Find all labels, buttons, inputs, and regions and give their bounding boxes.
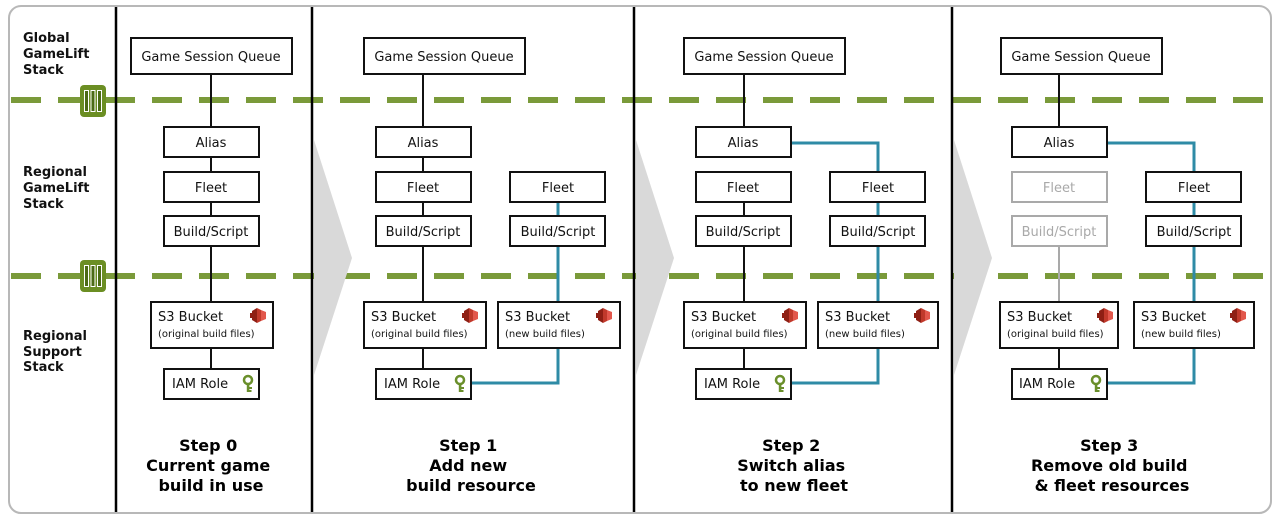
svg-text:Alias: Alias	[1044, 136, 1075, 151]
alias-box: Alias	[163, 126, 260, 158]
removed-fleet-box: Fleet	[1011, 171, 1108, 203]
s3-bucket-new-box: S3 Bucket (new build files)	[1133, 301, 1255, 349]
removed-build-script-box: Build/Script	[1011, 215, 1108, 247]
svg-text:Game Session Queue: Game Session Queue	[1011, 50, 1150, 65]
chevron-arrow	[314, 140, 352, 375]
s3-bucket-original-box: S3 Bucket (original build files)	[999, 301, 1119, 349]
svg-text:Fleet: Fleet	[1043, 181, 1075, 196]
new-fleet-box: Fleet	[509, 171, 606, 203]
svg-text:S3 Bucket: S3 Bucket	[1141, 310, 1206, 325]
svg-text:Game Session Queue: Game Session Queue	[141, 50, 280, 65]
new-build-script-box: Build/Script	[829, 215, 926, 247]
svg-text:(original build files): (original build files)	[371, 329, 468, 340]
chevron-arrow	[636, 140, 674, 375]
svg-text:Fleet: Fleet	[1178, 181, 1210, 196]
game-session-queue-box: Game Session Queue	[363, 37, 526, 75]
svg-text:S3 Bucket: S3 Bucket	[158, 310, 223, 325]
row-label-global: Global GameLift Stack	[23, 31, 94, 78]
build-script-box: Build/Script	[163, 215, 260, 247]
svg-text:(new build files): (new build files)	[1141, 329, 1221, 340]
s3-bucket-new-box: S3 Bucket (new build files)	[497, 301, 621, 349]
fleet-box: Fleet	[375, 171, 472, 203]
svg-text:(original build files): (original build files)	[1007, 329, 1104, 340]
svg-text:Build/Script: Build/Script	[386, 225, 461, 240]
gamelift-icon	[80, 260, 106, 292]
build-script-box: Build/Script	[695, 215, 792, 247]
svg-text:S3 Bucket: S3 Bucket	[691, 310, 756, 325]
new-fleet-box: Fleet	[829, 171, 926, 203]
row-label-regional-support: Regional Support Stack	[23, 329, 92, 375]
new-build-script-box: Build/Script	[509, 215, 606, 247]
alias-box: Alias	[1011, 126, 1108, 158]
iam-role-box: IAM Role	[1011, 368, 1108, 400]
svg-text:S3 Bucket: S3 Bucket	[825, 310, 890, 325]
svg-text:Build/Script: Build/Script	[1022, 225, 1097, 240]
svg-text:Alias: Alias	[196, 136, 227, 151]
iam-role-box: IAM Role	[695, 368, 792, 400]
svg-text:IAM Role: IAM Role	[704, 377, 760, 392]
row-label-regional-gamelift: Regional GameLift Stack	[23, 165, 94, 212]
s3-bucket-original-box: S3 Bucket (original build files)	[363, 301, 487, 349]
svg-text:Fleet: Fleet	[195, 181, 227, 196]
svg-text:S3 Bucket: S3 Bucket	[371, 310, 436, 325]
gamelift-icon	[80, 85, 106, 117]
svg-text:Fleet: Fleet	[542, 181, 574, 196]
svg-text:Build/Script: Build/Script	[841, 225, 916, 240]
step-0: Game Session Queue Alias Fleet Build/Scr…	[130, 37, 293, 495]
iam-role-box: IAM Role	[375, 368, 472, 400]
svg-text:Alias: Alias	[728, 136, 759, 151]
step-1: Game Session Queue Alias Fleet Build/Scr…	[363, 37, 621, 495]
game-session-queue-box: Game Session Queue	[683, 37, 846, 75]
chevron-arrow	[954, 140, 992, 375]
new-fleet-box: Fleet	[1145, 171, 1242, 203]
step-3-title: Step 3 Remove old build & fleet resource…	[1031, 436, 1193, 495]
svg-text:Build/Script: Build/Script	[521, 225, 596, 240]
svg-text:(new build files): (new build files)	[505, 329, 585, 340]
svg-text:(original build files): (original build files)	[158, 329, 255, 340]
new-build-script-box: Build/Script	[1145, 215, 1242, 247]
fleet-box: Fleet	[695, 171, 792, 203]
game-session-queue-box: Game Session Queue	[130, 37, 293, 75]
step-0-title: Step 0 Current game build in use	[146, 436, 276, 495]
s3-bucket-original-box: S3 Bucket (original build files)	[683, 301, 807, 349]
outer-frame	[8, 5, 1272, 514]
step-3: Game Session Queue Alias Fleet Build/Scr…	[999, 37, 1255, 495]
svg-text:S3 Bucket: S3 Bucket	[1007, 310, 1072, 325]
svg-text:Alias: Alias	[408, 136, 439, 151]
step-2: Game Session Queue Alias Fleet Build/Scr…	[683, 37, 939, 495]
svg-text:Game Session Queue: Game Session Queue	[694, 50, 833, 65]
iam-role-box: IAM Role	[163, 368, 260, 400]
svg-text:(new build files): (new build files)	[825, 329, 905, 340]
svg-text:Build/Script: Build/Script	[706, 225, 781, 240]
svg-text:S3 Bucket: S3 Bucket	[505, 310, 570, 325]
svg-text:Build/Script: Build/Script	[174, 225, 249, 240]
game-session-queue-box: Game Session Queue	[1000, 37, 1163, 75]
alias-box: Alias	[375, 126, 472, 158]
fleet-box: Fleet	[163, 171, 260, 203]
s3-bucket-new-box: S3 Bucket (new build files)	[817, 301, 939, 349]
alias-box: Alias	[695, 126, 792, 158]
svg-text:Fleet: Fleet	[727, 181, 759, 196]
svg-text:IAM Role: IAM Role	[172, 377, 228, 392]
s3-bucket-original-box: S3 Bucket (original build files)	[150, 301, 274, 349]
svg-text:IAM Role: IAM Role	[384, 377, 440, 392]
step-1-title: Step 1 Add new build resource	[406, 436, 536, 495]
svg-text:Fleet: Fleet	[862, 181, 894, 196]
svg-text:Fleet: Fleet	[407, 181, 439, 196]
svg-text:Build/Script: Build/Script	[1157, 225, 1232, 240]
svg-text:(original build files): (original build files)	[691, 329, 788, 340]
build-script-box: Build/Script	[375, 215, 472, 247]
svg-text:Game Session Queue: Game Session Queue	[374, 50, 513, 65]
step-2-title: Step 2 Switch alias to new fleet	[737, 436, 851, 495]
svg-text:IAM Role: IAM Role	[1019, 377, 1075, 392]
